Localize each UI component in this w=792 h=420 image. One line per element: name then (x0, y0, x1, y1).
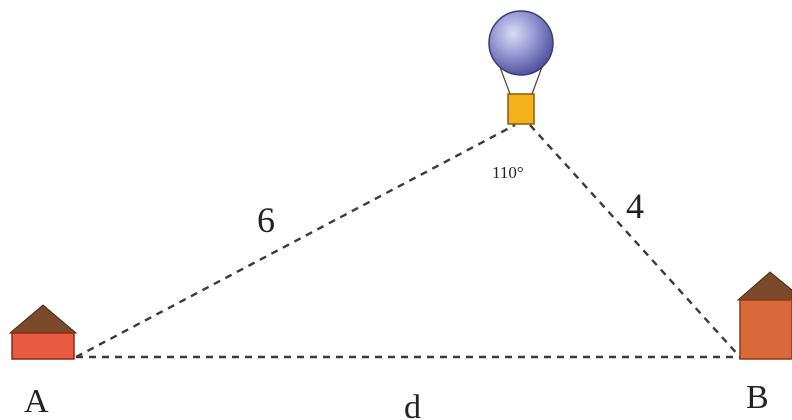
balloon-basket (507, 93, 535, 125)
point-b-label: B (746, 379, 769, 416)
angle-c-label: 110° (492, 163, 524, 182)
house-a-wall (11, 332, 75, 360)
balloon-rope-right (531, 66, 543, 95)
balloon-rope-left (499, 66, 511, 95)
house-b-icon (736, 271, 792, 360)
side-bc-line (529, 124, 741, 358)
house-b-roof (736, 271, 792, 301)
house-b-wall (739, 299, 792, 360)
balloon-envelope (488, 10, 554, 76)
side-ac-label: 6 (257, 200, 275, 240)
side-ab-label: d (404, 389, 421, 420)
point-a-label: A (24, 383, 49, 420)
side-bc-label: 4 (626, 186, 644, 226)
balloon-icon (488, 10, 554, 125)
side-ac-line (75, 123, 516, 359)
house-a-roof (8, 304, 78, 334)
house-a-icon (8, 304, 78, 360)
